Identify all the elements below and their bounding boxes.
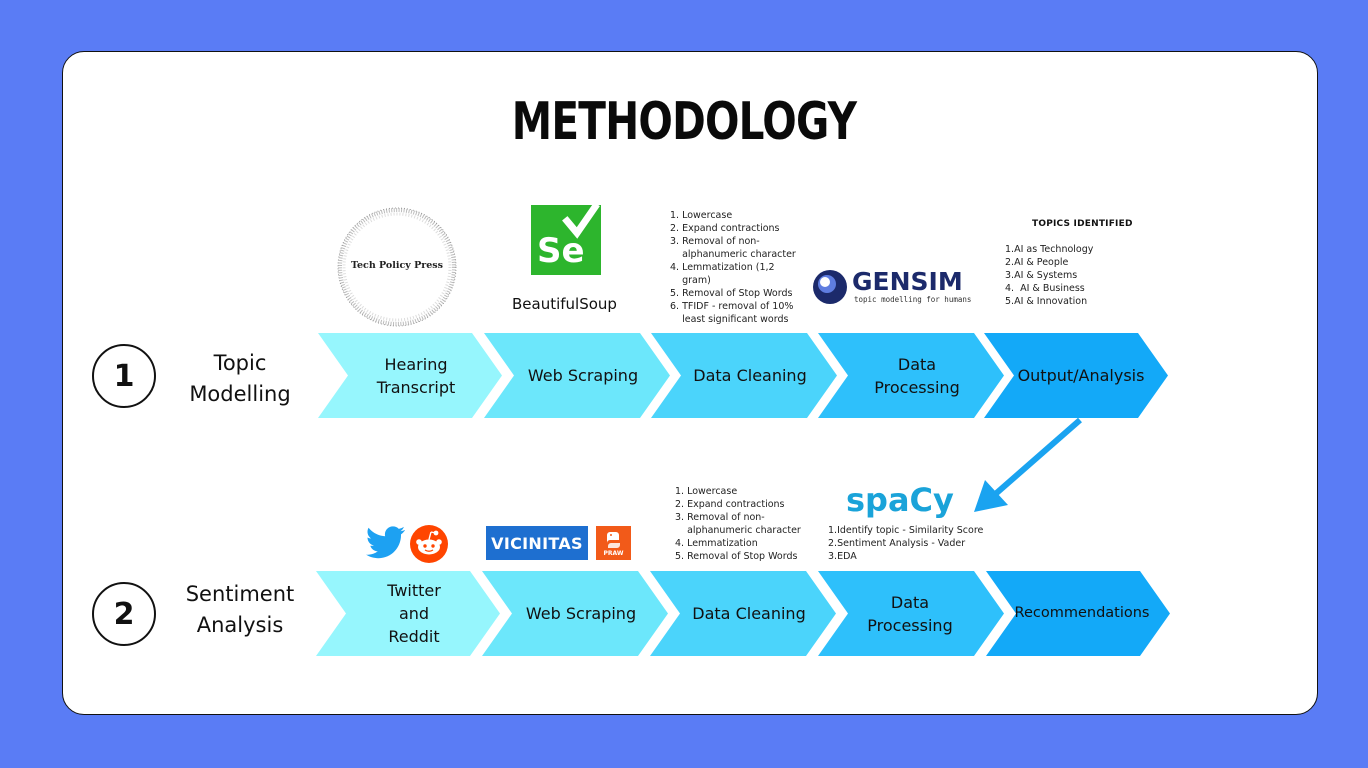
gensim-logo: GENSIM topic modelling for humans — [812, 267, 972, 307]
row-1-label-line2: Modelling — [189, 382, 291, 406]
tech-policy-press-text: Tech Policy Press — [351, 260, 443, 271]
list-item: 3.EDA — [828, 551, 857, 562]
topics-heading: TOPICS IDENTIFIED — [1032, 219, 1133, 229]
row-2-label-line1: Sentiment — [185, 582, 295, 606]
list-item: 5. Removal of Stop Words — [675, 551, 798, 562]
row-2-label-line2: Analysis — [196, 613, 284, 637]
list-item: 5.AI & Innovation — [1005, 296, 1088, 307]
gensim-tagline: topic modelling for humans — [854, 295, 972, 304]
step-label: Data Cleaning — [692, 604, 806, 623]
reddit-icon — [410, 525, 448, 563]
tech-policy-press-logo: Tech Policy Press — [336, 206, 458, 328]
step-label: Data Cleaning — [693, 366, 807, 385]
step-label: Web Scraping — [525, 604, 637, 623]
step-label-line1: Twitter — [387, 581, 441, 600]
praw-text: PRAW — [603, 550, 624, 557]
step-recommendations: Recommendations — [986, 571, 1170, 656]
row-2-number: 2 — [92, 582, 156, 646]
list-item: gram) — [670, 275, 711, 286]
row-2-number-text: 2 — [113, 596, 135, 632]
step-label-line2: Processing — [874, 377, 960, 397]
tech-policy-press-badge-icon — [337, 207, 457, 327]
page-title: METHODOLOGY — [511, 92, 857, 152]
list-item: 1.Identify topic - Similarity Score — [828, 525, 984, 536]
step-twitter-and-reddit: Twitter and Reddit — [316, 571, 500, 656]
vicinitas-text: VICINITAS — [491, 533, 583, 553]
step-web-scraping: Web Scraping — [482, 571, 668, 656]
list-item: 2.AI & People — [1005, 257, 1069, 268]
step-label-line2: Processing — [867, 615, 953, 635]
list-item: 2. Expand contractions — [670, 223, 780, 234]
list-item: 2.Sentiment Analysis - Vader — [828, 538, 966, 549]
row-1-number-text: 1 — [113, 358, 135, 394]
twitter-icon — [366, 526, 405, 559]
list-item: 1.AI as Technology — [1005, 244, 1094, 255]
list-item: 2. Expand contractions — [675, 499, 785, 510]
step-label-line2: and — [398, 604, 430, 623]
list-item: 3. Removal of non- — [670, 236, 760, 247]
selenium-text: Se — [537, 231, 585, 271]
row-2-cleaning-list: 1. Lowercase 2. Expand contractions 3. R… — [675, 485, 801, 563]
list-item: 4. Lemmatization — [675, 538, 758, 549]
step-label: Recommendations — [1014, 605, 1150, 621]
list-item: 3.AI & Systems — [1005, 270, 1078, 281]
step-label-line1: Data — [890, 592, 930, 612]
list-item: 4. AI & Business — [1005, 283, 1085, 294]
row-1-cleaning-list: 1. Lowercase 2. Expand contractions 3. R… — [670, 209, 796, 326]
list-item: alphanumeric character — [675, 525, 801, 536]
step-label-line1: Hearing — [384, 354, 448, 374]
beautifulsoup-logo: BeautifulSoup — [512, 295, 617, 313]
vicinitas-logo: VICINITAS — [486, 526, 588, 560]
step-data-cleaning: Data Cleaning — [651, 333, 837, 418]
row-1-number: 1 — [92, 344, 156, 408]
step-hearing-transcript: Hearing Transcript — [318, 333, 502, 418]
row-1-label: Topic Modelling — [168, 348, 312, 410]
praw-snake-icon — [607, 532, 620, 548]
step-label-line3: Reddit — [388, 627, 440, 646]
list-item: alphanumeric character — [670, 249, 796, 260]
checkmark-icon — [562, 205, 600, 239]
step-label: Web Scraping — [527, 366, 639, 385]
step-data-cleaning: Data Cleaning — [650, 571, 836, 656]
step-data-processing: Data Processing — [818, 571, 1004, 656]
gensim-orb-icon — [813, 270, 847, 304]
row-2-analysis-list: 1.Identify topic - Similarity Score 2.Se… — [828, 524, 983, 563]
step-label-line1: Data — [897, 354, 937, 374]
row-1-label-line1: Topic — [213, 351, 267, 375]
list-item: 1. Lowercase — [675, 486, 738, 497]
spacy-logo: spaCy — [846, 481, 954, 519]
step-data-processing: Data Processing — [818, 333, 1004, 418]
topics-list: 1.AI as Technology 2.AI & People 3.AI & … — [1005, 243, 1093, 308]
selenium-logo: Se — [531, 205, 601, 275]
list-item: 4. Lemmatization (1,2 — [670, 262, 775, 273]
list-item: 3. Removal of non- — [675, 512, 765, 523]
gensim-text: GENSIM — [852, 267, 963, 296]
list-item: 5. Removal of Stop Words — [670, 288, 793, 299]
row-2-label: Sentiment Analysis — [168, 579, 312, 641]
step-label-line2: Transcript — [376, 377, 456, 397]
list-item: 1. Lowercase — [670, 210, 733, 221]
praw-logo: PRAW — [596, 526, 631, 560]
list-item: 6. TFIDF - removal of 10% — [670, 301, 794, 312]
step-label: Output/Analysis — [1017, 366, 1145, 385]
list-item: least significant words — [670, 314, 789, 325]
step-output-analysis: Output/Analysis — [984, 333, 1168, 418]
step-web-scraping: Web Scraping — [484, 333, 670, 418]
